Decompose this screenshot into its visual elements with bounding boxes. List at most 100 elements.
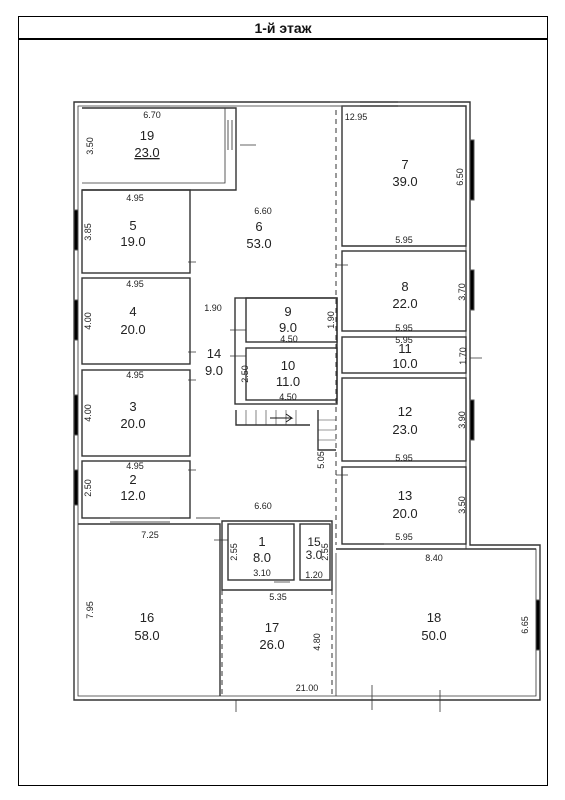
room-10-area: 11.0 — [276, 374, 300, 389]
wall-room-16 — [78, 523, 221, 696]
dim-label: 5.05 — [316, 451, 326, 469]
dim-label: 12.95 — [345, 112, 368, 122]
room-4-area: 20.0 — [120, 322, 145, 337]
room-9-number: 9 — [284, 304, 291, 319]
room-2-area: 12.0 — [120, 488, 145, 503]
room-16-number: 16 — [140, 610, 154, 625]
stair-treads — [245, 410, 336, 441]
dim-label: 3.90 — [457, 411, 467, 429]
dim-label: 4.50 — [279, 392, 297, 402]
window-2 — [73, 469, 79, 506]
room-6-area: 53.0 — [246, 236, 271, 251]
dim-label: 6.50 — [455, 168, 465, 186]
dim-label: 6.65 — [520, 616, 530, 634]
door-marks — [188, 144, 482, 712]
dim-label: 5.35 — [269, 592, 287, 602]
room-9-area: 9.0 — [279, 320, 297, 335]
room-15-number: 15 — [307, 535, 321, 549]
wall-room-12 — [341, 377, 467, 462]
window-19 — [120, 101, 170, 107]
window-2b — [110, 517, 170, 523]
room-8-number: 8 — [401, 279, 408, 294]
room-4-number: 4 — [129, 304, 136, 319]
dim-label: 5.95 — [395, 335, 413, 345]
room-3-area: 20.0 — [120, 416, 145, 431]
room-5-area: 19.0 — [120, 234, 145, 249]
window-18 — [535, 599, 541, 651]
wall-room-1 — [227, 523, 295, 581]
dim-label: 4.95 — [126, 279, 144, 289]
dim-label: 2.55 — [229, 543, 239, 561]
window-12 — [469, 399, 475, 441]
exterior-wall — [73, 101, 541, 701]
dim-label: 5.95 — [395, 323, 413, 333]
dim-label: 2.50 — [83, 479, 93, 497]
dim-label: 3.50 — [85, 137, 95, 155]
window-3 — [73, 394, 79, 436]
dim-label: 4.95 — [126, 461, 144, 471]
dim-label: 7.25 — [141, 530, 159, 540]
dim-label: 2.55 — [320, 543, 330, 561]
room-12-number: 12 — [398, 404, 412, 419]
sheet-frame — [18, 37, 548, 786]
room-6-number: 6 — [255, 219, 262, 234]
window-4 — [73, 299, 79, 341]
room-17-number: 17 — [265, 620, 279, 635]
dimension-labels: 6.70 3.50 12.95 6.50 4.95 3.85 6.60 5.95… — [83, 110, 530, 693]
dim-label: 21.00 — [296, 683, 319, 693]
page-title: 1-й этаж — [18, 16, 548, 40]
room-12-area: 23.0 — [392, 422, 417, 437]
room-19-number: 19 — [140, 128, 154, 143]
wall-room-5 — [81, 189, 191, 274]
room-17-area: 26.0 — [259, 637, 284, 652]
window-7b — [398, 101, 450, 107]
room-18-number: 18 — [427, 610, 441, 625]
room-13-number: 13 — [398, 488, 412, 503]
room-13-area: 20.0 — [392, 506, 417, 521]
wall-room-4 — [81, 277, 191, 365]
wall-room-19-inner — [82, 108, 226, 184]
room-1-number: 1 — [258, 534, 265, 549]
exterior-wall-inner — [77, 105, 537, 697]
room-2-number: 2 — [129, 472, 136, 487]
dim-label: 3.70 — [457, 283, 467, 301]
room-1-area: 8.0 — [253, 550, 271, 565]
stair-arrow — [270, 413, 294, 423]
window-7a — [330, 101, 360, 107]
dim-label: 1.90 — [326, 311, 336, 329]
windows — [73, 101, 541, 651]
room-16-area: 58.0 — [134, 628, 159, 643]
window-7c — [469, 139, 475, 201]
dim-label: 4.95 — [126, 193, 144, 203]
dim-label: 5.95 — [395, 532, 413, 542]
wall-room-3 — [81, 369, 191, 457]
dim-label: 4.00 — [83, 404, 93, 422]
dim-label: 4.50 — [280, 334, 298, 344]
dim-label: 3.85 — [83, 223, 93, 241]
dim-label: 1.70 — [458, 347, 468, 365]
dim-label: 3.10 — [253, 568, 271, 578]
dim-label: 6.60 — [254, 501, 272, 511]
dim-label: 3.50 — [457, 496, 467, 514]
room-14-area: 9.0 — [205, 363, 223, 378]
wall-room-10 — [245, 347, 338, 401]
room-7-number: 7 — [401, 157, 408, 172]
room-18-area: 50.0 — [421, 628, 446, 643]
wall-room-9 — [245, 297, 338, 343]
dim-label: 8.40 — [425, 553, 443, 563]
window-5 — [73, 209, 79, 251]
wall-room-15 — [299, 523, 331, 581]
room-10-number: 10 — [281, 358, 295, 373]
dim-label: 4.00 — [83, 312, 93, 330]
room-7-area: 39.0 — [392, 174, 417, 189]
room-11-number: 11 — [398, 341, 412, 356]
dim-label: 6.70 — [143, 110, 161, 120]
room-15-area: 3.0 — [306, 548, 323, 562]
dim-label: 5.95 — [395, 235, 413, 245]
stair-outline — [235, 410, 336, 451]
dim-label: 5.95 — [395, 453, 413, 463]
dim-label: 4.95 — [126, 370, 144, 380]
wall-room-8 — [341, 250, 467, 332]
